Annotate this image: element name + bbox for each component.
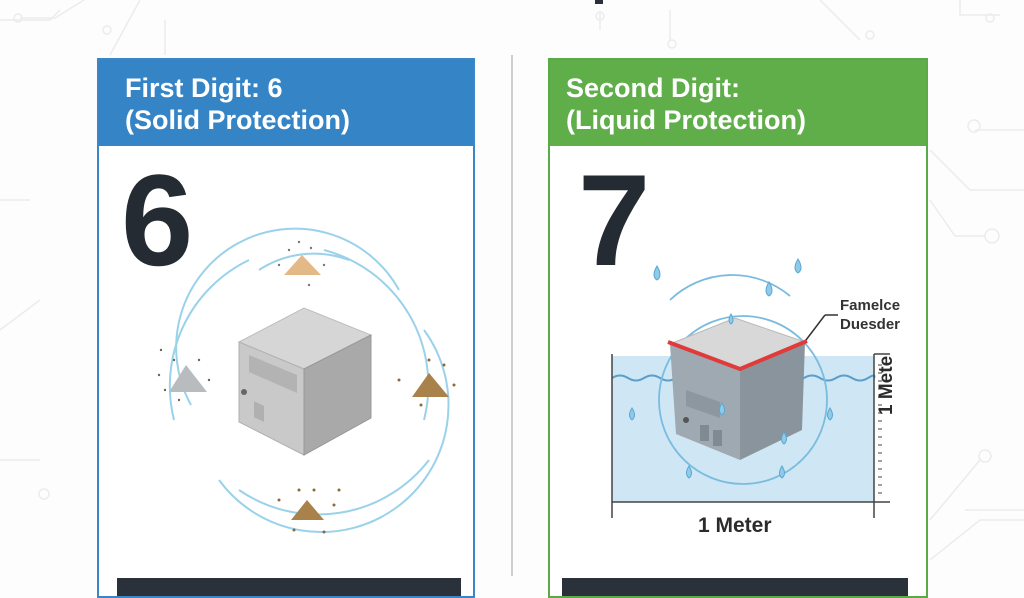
width-label: 1 Meter: [698, 514, 772, 537]
liquid-panel-subtitle: (Liquid Protection): [566, 105, 806, 135]
water-droplet-icons: [629, 258, 833, 479]
dust-pile-top-icon: [277, 240, 326, 287]
solid-panel-title: First Digit: 6: [125, 73, 283, 103]
seal-callout-label: Famelce Duesder: [840, 296, 900, 334]
enclosure-box-icon: [237, 307, 373, 456]
callout-line-1: Famelce: [840, 297, 901, 314]
depth-ruler: [878, 364, 882, 494]
dust-protection-illustration: [157, 227, 456, 534]
liquid-digit: 7: [578, 147, 651, 293]
dust-pile-right-icon: [397, 358, 456, 407]
tank-outline: [611, 353, 890, 518]
title-fragment: [595, 0, 603, 4]
liquid-protection-panel: Second Digit: (Liquid Protection) 7: [548, 58, 928, 598]
seal-gasket: [667, 339, 808, 372]
enclosure-box-icon: [667, 317, 808, 460]
liquid-panel-header: Second Digit: (Liquid Protection): [550, 60, 926, 146]
liquid-panel-footer-bar: [562, 578, 908, 596]
solid-panel-subtitle: (Solid Protection): [125, 105, 350, 135]
dust-pile-left-icon: [157, 348, 211, 402]
solid-digit: 6: [121, 147, 194, 293]
panel-divider: [511, 55, 513, 576]
dust-pile-bottom-icon: [277, 488, 341, 534]
callout-line-2: Duesder: [840, 316, 901, 333]
solid-panel-header: First Digit: 6 (Solid Protection): [99, 60, 473, 146]
depth-label: 1 Mete: [876, 355, 897, 415]
solid-panel-footer-bar: [117, 578, 461, 596]
solid-protection-panel: First Digit: 6 (Solid Protection) 6: [97, 58, 475, 598]
liquid-panel-title: Second Digit:: [566, 73, 740, 103]
water-immersion-illustration: [611, 258, 890, 518]
